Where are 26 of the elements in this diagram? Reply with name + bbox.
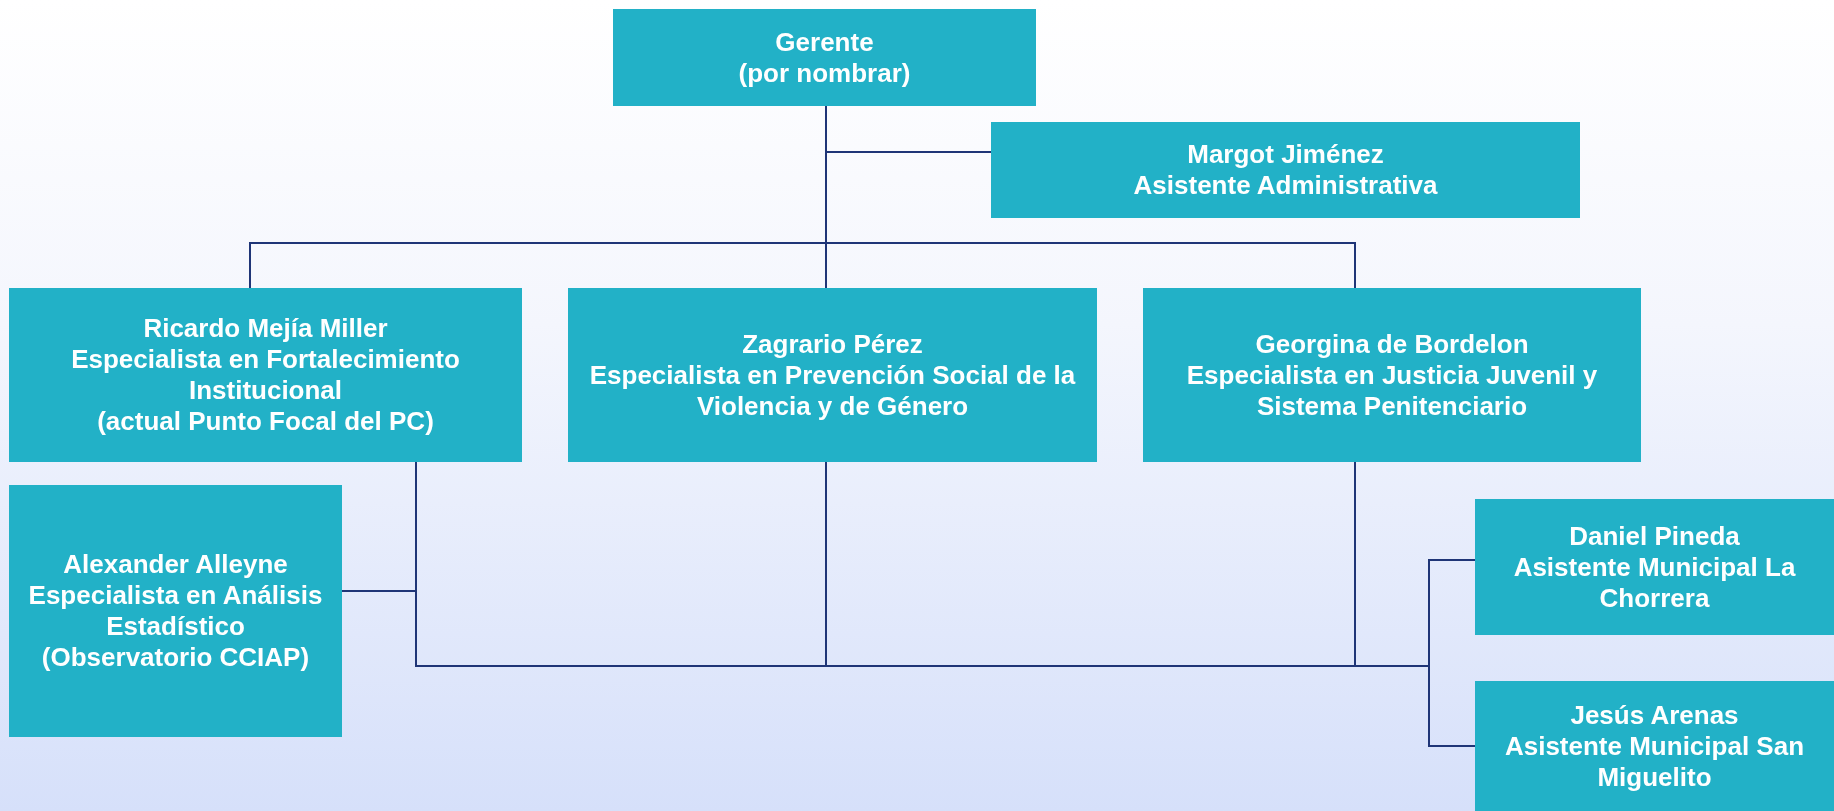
org-box: [9, 288, 522, 462]
role-text: Especialista en Análisis Estadístico: [27, 580, 324, 642]
role-text: Especialista en Justicia Juvenil y Sistema Penitenciario: [1185, 359, 1599, 422]
person-name: Jesús Arenas: [1570, 699, 1739, 731]
org-box: [1143, 288, 1641, 462]
org-box: [1475, 499, 1834, 635]
role-text: Asistente Municipal La Chorrera: [1512, 551, 1797, 614]
org-box: [613, 9, 1036, 106]
role-text: (Observatorio CCIAP): [41, 642, 310, 673]
person-name: Daniel Pineda: [1569, 520, 1740, 552]
org-box: [9, 485, 342, 737]
person-name: Zagrario Pérez: [742, 328, 923, 360]
person-name: Alexander Alleyne: [63, 549, 288, 580]
role-text: (por nombrar): [738, 57, 911, 89]
org-box: [568, 288, 1097, 462]
role-text: (actual Punto Focal del PC): [97, 406, 434, 437]
org-box: [1475, 681, 1834, 811]
person-name: Gerente: [775, 26, 874, 58]
role-text: Asistente Administrativa: [1133, 170, 1438, 201]
person-name: Margot Jiménez: [1187, 139, 1384, 170]
org-box: [991, 122, 1580, 218]
role-text: Asistente Municipal San Miguelito: [1503, 730, 1806, 793]
person-name: Ricardo Mejía Miller: [143, 313, 388, 344]
person-name: Georgina de Bordelon: [1255, 328, 1529, 360]
role-text: Especialista en Prevención Social de la Violencia y de Género: [588, 359, 1077, 422]
role-text: Especialista en Fortalecimiento Institucional: [70, 344, 461, 406]
